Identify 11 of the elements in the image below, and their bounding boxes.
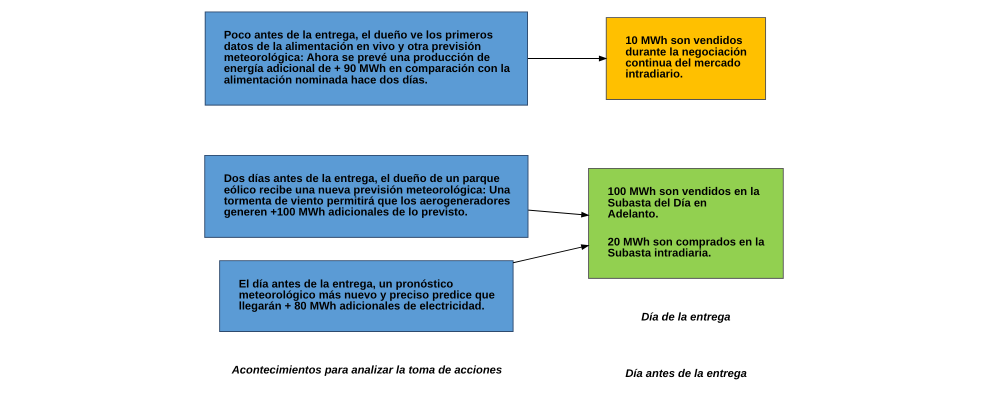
label: Día antes de la entrega	[625, 368, 747, 380]
node-box: 10 MWh son vendidos durante la negociación continua del mercado intradiario.	[606, 17, 766, 100]
arrow	[512, 244, 590, 264]
arrow	[528, 56, 608, 62]
node-box: El día antes de la entrega, un pronóstico meteorológico más nuevo y preciso predice que llegarán + 80 MWh adicionales de electricidad.	[219, 260, 514, 332]
arrow	[528, 210, 590, 218]
node-box: 100 MWh son vendidos en la Subasta del Día en Adelanto. 20 MWh son comprados en la Subasta intradiaria.	[588, 168, 784, 279]
label: Acontecimientos para analizar la toma de acciones	[232, 364, 502, 377]
node-box: Poco antes de la entrega, el dueño ve los primeros datos de la alimentación en vivo y otra previsión meteorológica: Ahora se prevé una producción de energía adicional de + 90 MWh en comparación con la alimentación nominada hace dos días.	[204, 11, 528, 106]
node-box: Dos días antes de la entrega, el dueño de un parque eólico recibe una nueva previsión meteorológica: Una tormenta de viento permitirá que los aerogeneradores generen +100 MWh adicionales de lo previsto.	[204, 154, 528, 238]
label: Día de la entrega	[641, 311, 730, 324]
